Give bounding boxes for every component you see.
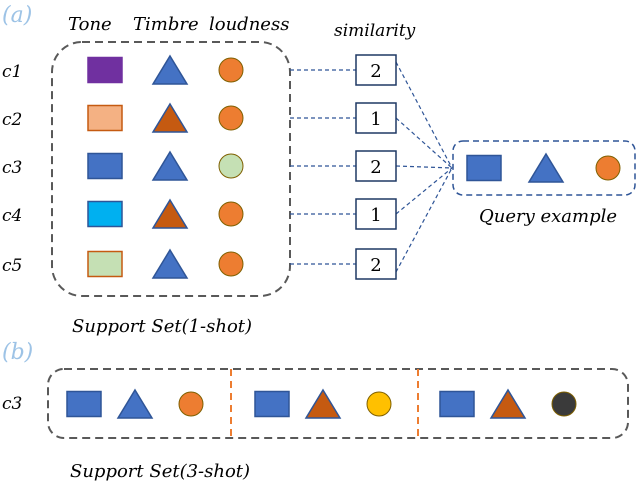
query-timbre-triangle — [527, 152, 565, 183]
similarity-box-c3 — [355, 150, 397, 182]
query-link-c2 — [395, 117, 453, 169]
loudness-circle-c3 — [218, 153, 244, 179]
tone-square-c4 — [87, 200, 123, 228]
panel-a-label: (a) — [2, 3, 32, 28]
panel-b-row-label: c3 — [2, 394, 22, 414]
connector-lines — [290, 61, 453, 273]
support-row-c5: c5 2 — [2, 248, 397, 280]
query-shapes — [466, 152, 621, 183]
tone-square-c3 — [87, 152, 123, 180]
panel-b-label: (b) — [2, 340, 33, 365]
loudness-circle-c1 — [218, 57, 244, 83]
query-example-caption: Query example — [479, 206, 617, 227]
support-row-c4: c4 1 — [2, 198, 397, 230]
similarity-box-c4 — [355, 198, 397, 230]
timbre-triangle-c5 — [151, 248, 189, 279]
shot-1 — [66, 388, 204, 419]
shot-2-loudness-circle — [366, 391, 392, 417]
similarity-box-c1 — [355, 54, 397, 86]
row-label-c5: c5 — [2, 256, 22, 276]
tone-square-c5 — [87, 250, 123, 278]
shot-3-loudness-circle — [551, 391, 577, 417]
timbre-triangle-c1 — [151, 54, 189, 85]
query-link-c3 — [395, 165, 453, 169]
query-link-c5 — [395, 167, 453, 273]
query-loudness-circle — [595, 155, 621, 181]
shot-3-timbre-triangle — [489, 388, 527, 419]
support-row-c2: c2 1 — [2, 102, 397, 134]
loudness-circle-c2 — [218, 105, 244, 131]
support-rows: c1 2 c2 1 c3 2 c4 1 c5 2 — [2, 54, 397, 280]
tone-square-c2 — [87, 104, 123, 132]
shot-2-tone-square — [254, 390, 290, 418]
similarity-value-c4: 1 — [370, 205, 381, 226]
three-shot-shapes — [66, 388, 577, 419]
row-label-c4: c4 — [2, 206, 22, 226]
support-row-c1: c1 2 — [2, 54, 397, 86]
support-set-3shot-caption: Support Set(3-shot) — [70, 461, 250, 482]
timbre-triangle-c3 — [151, 150, 189, 181]
timbre-triangle-c4 — [151, 198, 189, 229]
support-row-c3: c3 2 — [2, 150, 397, 182]
shot-2-timbre-triangle — [304, 388, 342, 419]
timbre-triangle-c2 — [151, 102, 189, 133]
row-label-c1: c1 — [2, 62, 22, 82]
loudness-circle-c4 — [218, 201, 244, 227]
similarity-value-c3: 2 — [370, 157, 381, 178]
similarity-value-c2: 1 — [370, 109, 381, 130]
header-tone: Tone — [68, 14, 112, 35]
query-link-c4 — [395, 167, 453, 215]
loudness-circle-c5 — [218, 251, 244, 277]
similarity-value-c5: 2 — [370, 255, 381, 276]
tone-square-c1 — [87, 56, 123, 84]
shot-3-tone-square — [439, 390, 475, 418]
header-similarity: similarity — [334, 21, 416, 41]
support-set-3shot-box — [47, 368, 629, 439]
similarity-box-c5 — [355, 248, 397, 280]
header-timbre: Timbre — [133, 14, 199, 35]
similarity-value-c1: 2 — [370, 61, 381, 82]
shot-1-tone-square — [66, 390, 102, 418]
similarity-box-c2 — [355, 102, 397, 134]
query-tone-square — [466, 154, 502, 182]
header-loudness: loudness — [209, 14, 289, 35]
row-label-c3: c3 — [2, 158, 22, 178]
row-label-c2: c2 — [2, 110, 22, 130]
shot-1-loudness-circle — [178, 391, 204, 417]
shot-3 — [439, 388, 577, 419]
query-example-box — [452, 140, 636, 196]
shot-2 — [254, 388, 392, 419]
query-link-c1 — [395, 61, 453, 169]
shot-1-timbre-triangle — [116, 388, 154, 419]
support-set-1shot-caption: Support Set(1-shot) — [72, 316, 252, 337]
